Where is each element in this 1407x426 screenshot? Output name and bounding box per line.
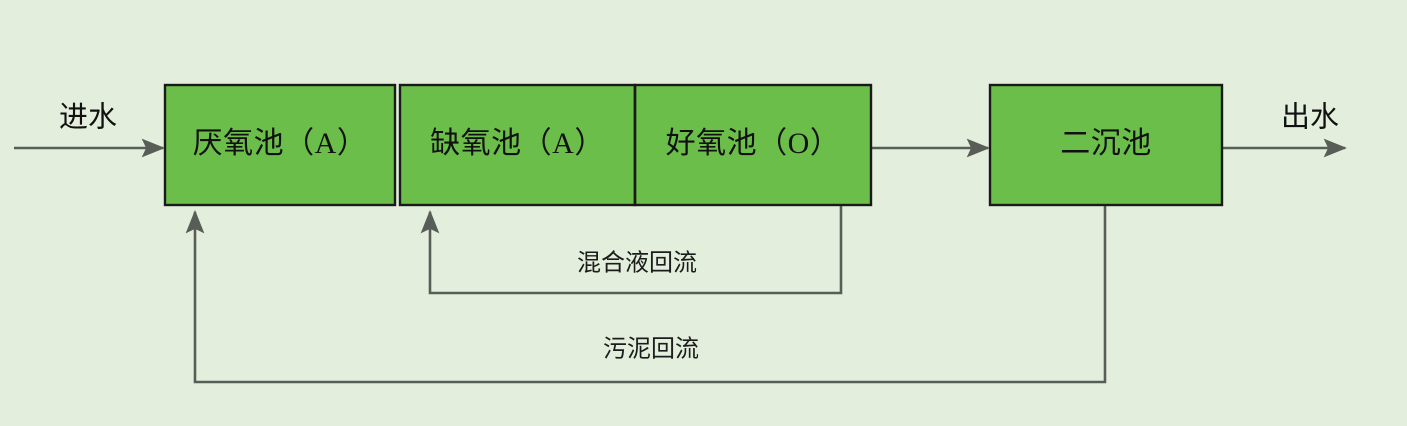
tank-label-aerobic: 好氧池（O） <box>666 127 841 160</box>
label-sludge-return: 污泥回流 <box>603 336 699 363</box>
tank-anoxic[interactable] <box>398 83 637 207</box>
mixed-liquor-path <box>420 205 843 295</box>
tank-secondary-clarifier[interactable] <box>988 83 1224 207</box>
label-effluent: 出水 <box>1281 101 1339 134</box>
tank-label-secondary-clarifier: 二沉池 <box>1060 127 1152 160</box>
tank-aerobic[interactable] <box>633 83 873 207</box>
sludge-return-path <box>185 205 1107 384</box>
tank-anaerobic[interactable] <box>163 83 397 207</box>
tank-label-anaerobic: 厌氧池（A） <box>193 127 368 160</box>
tank-label-anoxic: 缺氧池（A） <box>430 127 605 160</box>
flow-lines <box>14 138 1348 384</box>
tank-shapes <box>163 83 1224 207</box>
label-influent: 进水 <box>59 101 117 134</box>
label-mixed-liquor-return: 混合液回流 <box>577 250 697 277</box>
